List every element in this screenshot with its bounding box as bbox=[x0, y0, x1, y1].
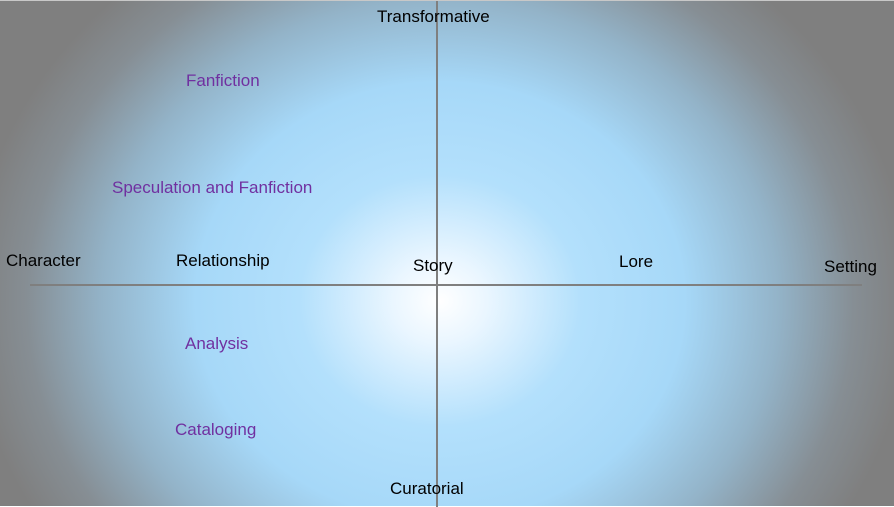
activity-cataloging: Cataloging bbox=[175, 420, 257, 439]
axis-right-label: Setting bbox=[824, 257, 877, 276]
activity-speculation: Speculation and Fanfiction bbox=[112, 178, 313, 197]
axis-top-label: Transformative bbox=[377, 7, 490, 26]
axis-left-label: Character bbox=[6, 251, 81, 270]
center-label: Story bbox=[413, 256, 453, 275]
activity-fanfiction: Fanfiction bbox=[186, 71, 260, 90]
vertical-axis bbox=[436, 1, 438, 507]
relationship-label: Relationship bbox=[176, 251, 270, 270]
activity-analysis: Analysis bbox=[185, 334, 249, 353]
horizontal-axis bbox=[30, 284, 862, 286]
lore-label: Lore bbox=[619, 252, 654, 271]
axis-bottom-label: Curatorial bbox=[390, 479, 464, 498]
